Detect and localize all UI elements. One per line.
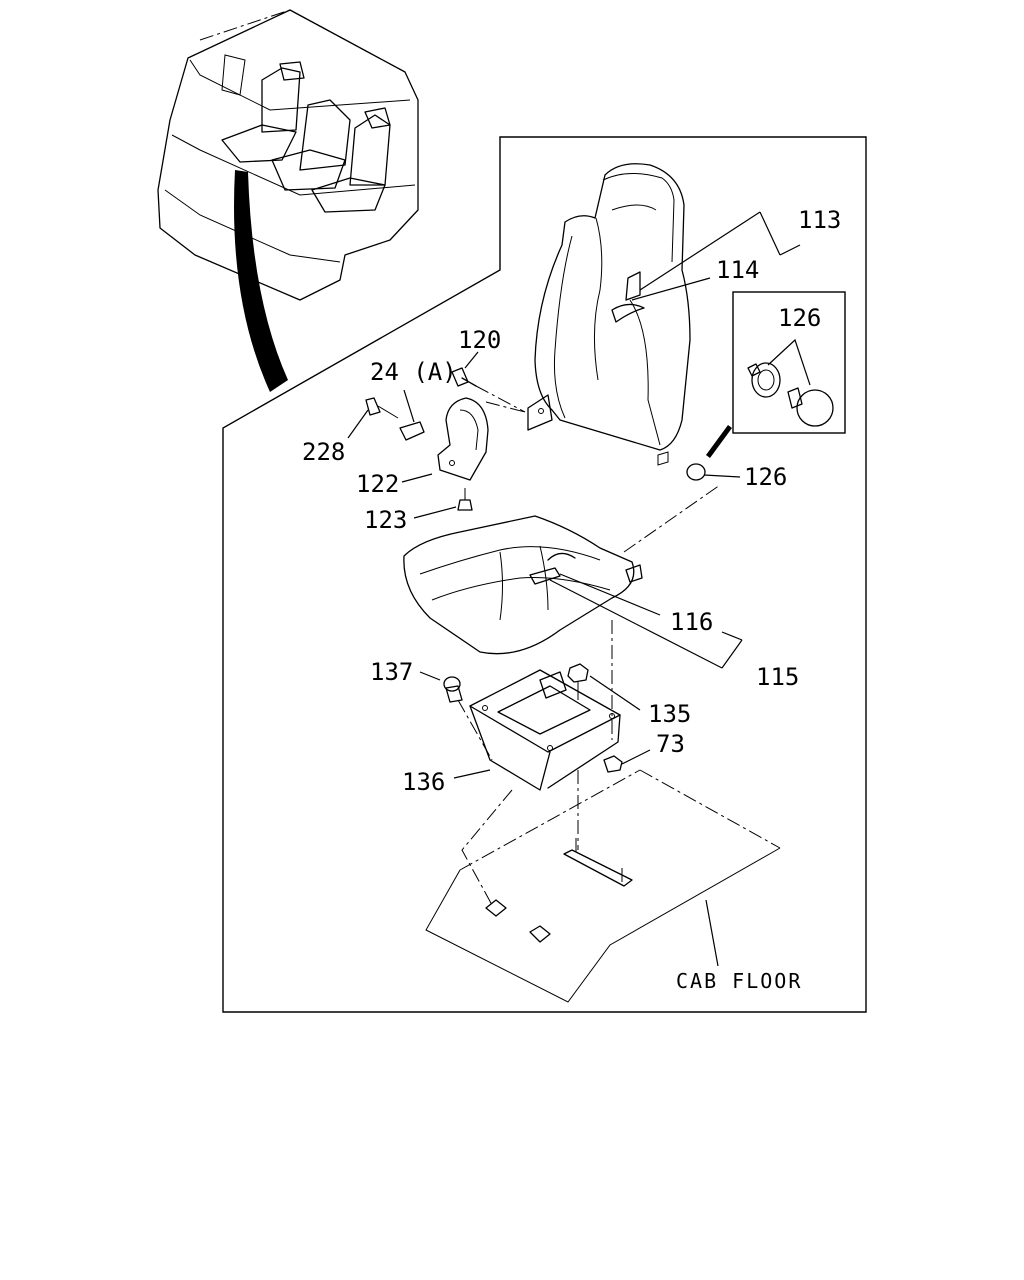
leaders bbox=[631, 211, 801, 478]
label-24a: 24 (A) bbox=[370, 358, 457, 386]
detail-pointer bbox=[234, 170, 288, 392]
label-137: 137 bbox=[370, 658, 413, 686]
label-120: 120 bbox=[458, 326, 501, 354]
label-73: 73 bbox=[656, 730, 685, 758]
label-cab-floor: CAB FLOOR bbox=[676, 969, 802, 993]
bolt-120-illustration bbox=[451, 351, 526, 413]
knob-137-illustration bbox=[419, 671, 493, 761]
label-114: 114 bbox=[716, 256, 759, 284]
detail-frame bbox=[222, 136, 867, 1013]
clip-24a-illustration bbox=[399, 389, 425, 441]
seat-back-illustration bbox=[527, 163, 691, 466]
label-115: 115 bbox=[756, 663, 799, 691]
nut-73-illustration bbox=[603, 749, 651, 773]
cab-floor-illustration bbox=[425, 769, 781, 1003]
label-126-inset: 126 bbox=[778, 304, 821, 332]
label-113: 113 bbox=[798, 206, 841, 234]
label-126: 126 bbox=[744, 463, 787, 491]
label-136: 136 bbox=[402, 768, 445, 796]
label-228: 228 bbox=[302, 438, 345, 466]
label-135: 135 bbox=[648, 700, 691, 728]
label-123: 123 bbox=[364, 506, 407, 534]
label-122: 122 bbox=[356, 470, 399, 498]
bracket-122-illustration bbox=[401, 397, 526, 483]
screw-123-illustration bbox=[413, 488, 473, 519]
seat-cushion-illustration bbox=[403, 484, 743, 740]
cap-inset-box bbox=[732, 291, 846, 434]
cab-overview-illustration bbox=[157, 9, 419, 301]
seat-base-illustration bbox=[453, 669, 621, 791]
cap-126-illustration bbox=[686, 425, 732, 481]
bolt-228-illustration bbox=[347, 397, 399, 439]
nut-135-illustration bbox=[567, 663, 641, 711]
label-116: 116 bbox=[670, 608, 713, 636]
